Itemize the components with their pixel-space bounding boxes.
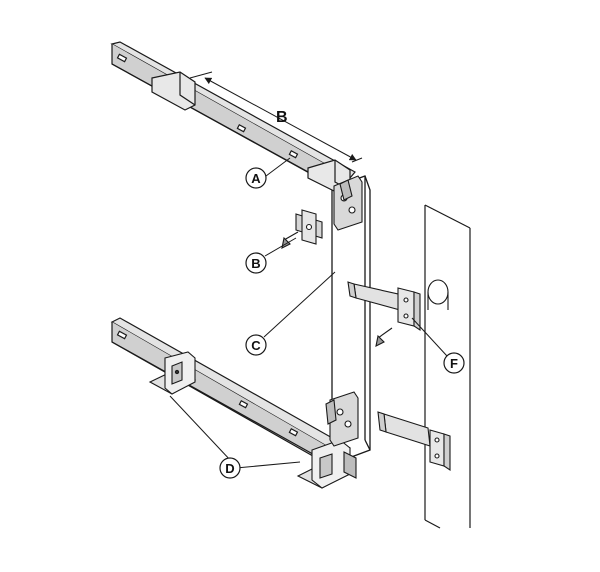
bottom-hinge-block [325, 391, 359, 447]
hinge-upper [347, 279, 449, 347]
upper-rail [110, 41, 356, 196]
svg-text:F: F [450, 356, 458, 371]
dimension-b [189, 71, 363, 163]
hinge-lower [377, 411, 451, 472]
dimension-b-label: B [276, 109, 288, 126]
top-hinge-block [333, 175, 363, 231]
svg-text:A: A [251, 171, 261, 186]
callout-f: F [443, 352, 465, 374]
svg-text:C: C [251, 338, 261, 353]
callout-a: A [245, 167, 267, 189]
callout-b: B [245, 252, 267, 274]
leader-lines [169, 157, 448, 469]
callout-c: C [245, 334, 267, 356]
svg-text:D: D [225, 461, 234, 476]
mount-bracket-left [148, 351, 197, 395]
callout-d: D [219, 457, 241, 479]
svg-text:B: B [251, 256, 260, 271]
cabinet-side [424, 204, 471, 529]
